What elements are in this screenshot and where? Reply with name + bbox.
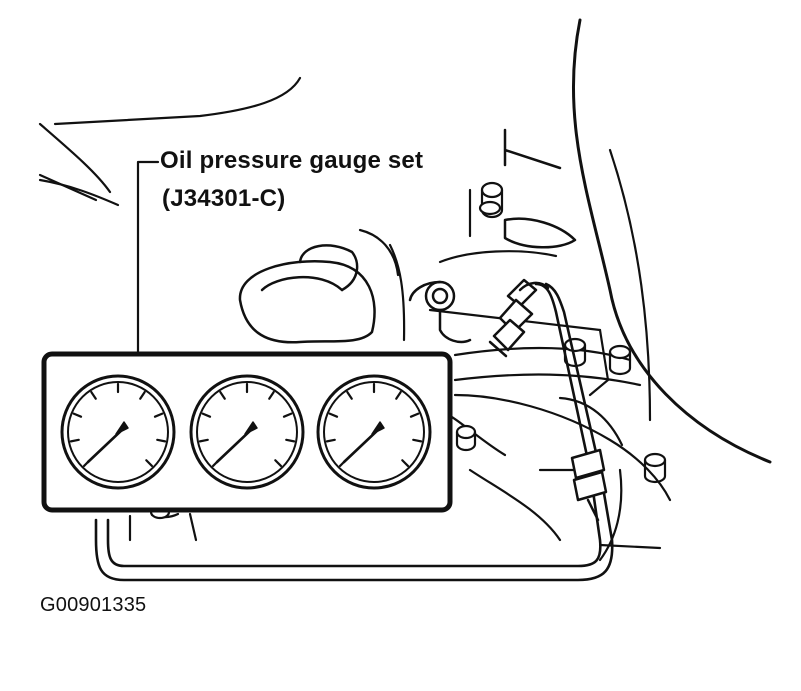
gauge-face [323, 381, 425, 483]
gauge-3-gauge-icon [316, 374, 432, 490]
gauge-tick [395, 390, 402, 400]
gauge-tick [156, 438, 167, 443]
engine-housing [238, 244, 472, 344]
callout-label-part-number: (J34301-C) [162, 185, 286, 212]
gauge-face [67, 381, 169, 483]
gauge-tick [401, 459, 410, 468]
gauge-tick [328, 412, 339, 418]
mounting-bolt [608, 344, 632, 376]
callout-leader-line [136, 160, 160, 354]
gauge-tick [145, 459, 154, 468]
gauge-tick [409, 412, 420, 418]
figure-id: G00901335 [40, 594, 147, 616]
gauge-tick [139, 390, 146, 400]
gauge-tick [325, 438, 336, 443]
gauge-tick [412, 438, 423, 443]
gauge-tick [198, 438, 209, 443]
gauge-tick [72, 412, 83, 418]
gauge-tick [153, 412, 164, 418]
mounting-bolt [455, 424, 477, 452]
gauge-tick [201, 412, 212, 418]
callout-label-title: Oil pressure gauge set [160, 147, 424, 174]
mounting-bolt [643, 452, 667, 484]
hose-fitting-lower [570, 448, 608, 522]
oil-pressure-gauge-set [41, 351, 453, 513]
gauge-tick [219, 390, 226, 400]
gauge-hub [244, 421, 258, 435]
gauge-2-gauge-icon [189, 374, 305, 490]
gauge-hub [115, 421, 129, 435]
oil-pressure-hose [94, 282, 614, 582]
mounting-bolt [478, 200, 502, 216]
gauge-tick [274, 459, 283, 468]
gauge-hub [371, 421, 385, 435]
gauge-tick [268, 390, 275, 400]
gauge-1-gauge-icon [60, 374, 176, 490]
gauge-tick [90, 390, 97, 400]
gauge-tick [282, 412, 293, 418]
gauge-tick [346, 390, 353, 400]
hose-fitting-upper [488, 278, 550, 358]
gauge-face [196, 381, 298, 483]
gauge-tick [69, 438, 80, 443]
gauge-tick [285, 438, 296, 443]
